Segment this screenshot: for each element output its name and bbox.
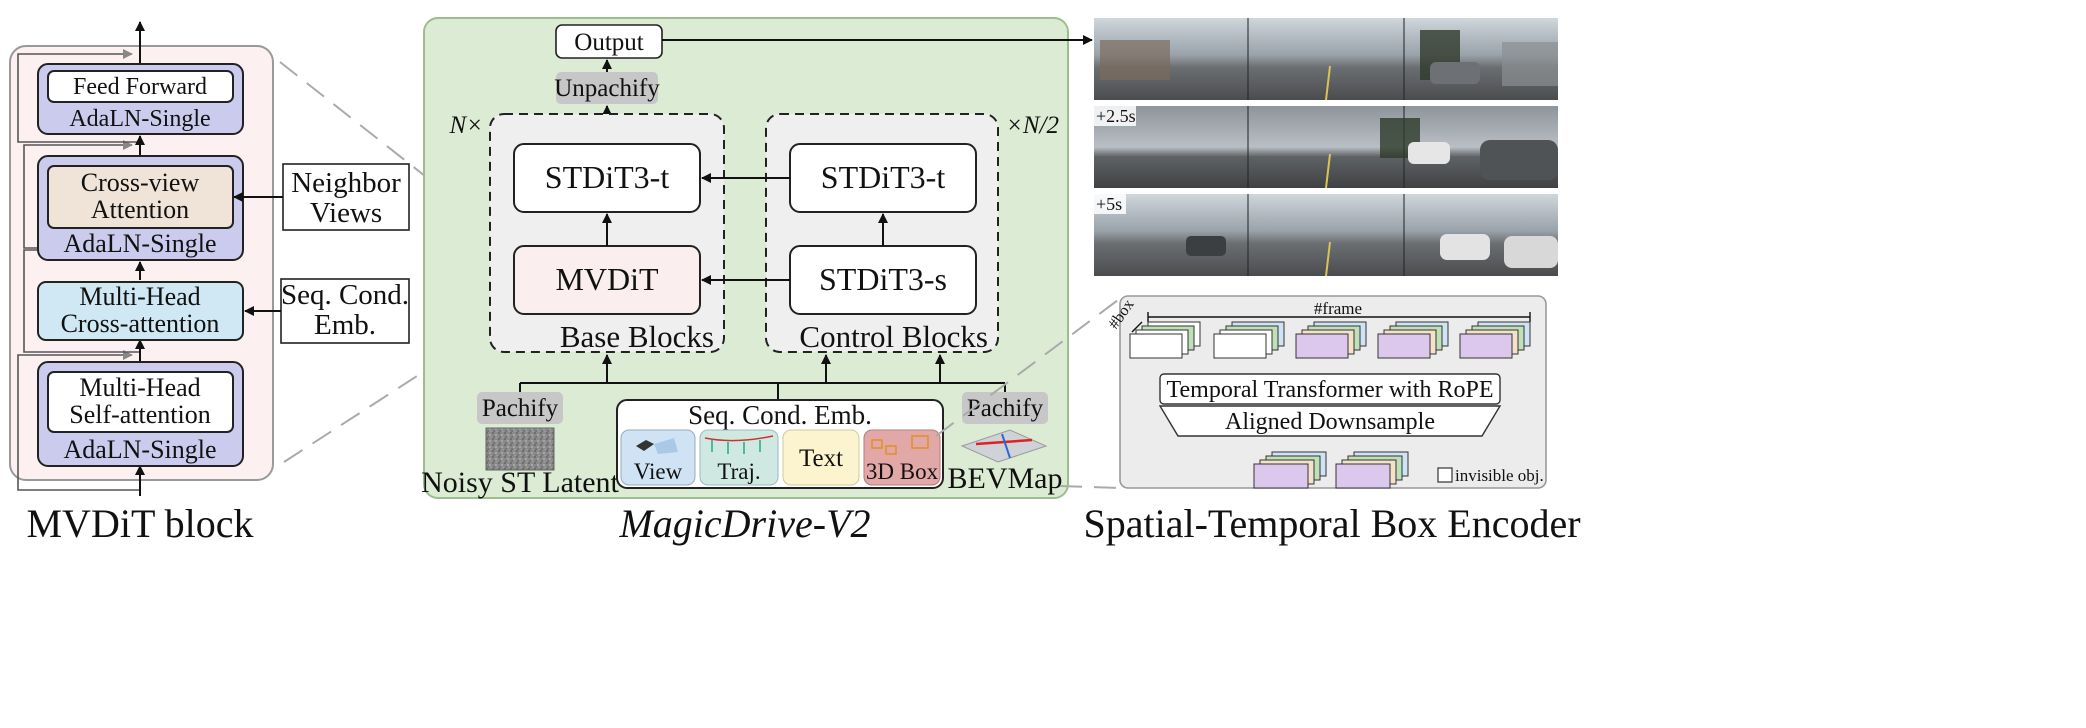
token-stack-2: [1213, 321, 1285, 359]
stdit3-t-base: [513, 143, 701, 213]
mh-self-line2: Self-attention: [69, 400, 211, 429]
stdit3-s-label: STDiT3-s: [819, 261, 947, 297]
mvdit-panel: Feed Forward AdaLN-Single Cross-view Att…: [9, 21, 517, 546]
pachify-right-tag: [962, 392, 1048, 424]
temporal-transformer-box: [1159, 373, 1501, 405]
zoom-line-bottom: [283, 311, 517, 463]
zoom-line-encoder-bottom: [1059, 485, 1119, 489]
seq-cond-box: [280, 278, 410, 344]
frame-label-bg-1: [1094, 106, 1136, 126]
pachify-right-label: Pachify: [967, 395, 1044, 422]
mh-cross-attention-block: [37, 281, 244, 341]
box-encoder-panel: #frame #box: [1083, 295, 1581, 546]
mvdit-label: MVDiT: [555, 261, 659, 297]
adaln-label-1: AdaLN-Single: [69, 106, 210, 132]
box3d-label: 3D Box: [866, 459, 939, 484]
adaln-label-3: AdaLN-Single: [63, 435, 216, 464]
noise-latent-image: [485, 427, 555, 471]
view-cone-icon: [654, 438, 678, 454]
neighbor-line1: Neighbor: [291, 167, 401, 199]
bevmap-road-blue: [1001, 433, 1011, 459]
camera-icon: [636, 440, 654, 451]
view-label: View: [634, 459, 683, 484]
control-blocks-label: Control Blocks: [799, 319, 988, 354]
frame-time-label-1: +2.5s: [1096, 106, 1136, 126]
caption-magicdrive: MagicDrive-V2: [618, 501, 870, 546]
frame-row-0: [1094, 18, 1558, 101]
frame-time-label-2: +5s: [1096, 194, 1122, 214]
caption-mvdit: MVDiT block: [26, 501, 253, 546]
base-blocks-label: Base Blocks: [560, 319, 714, 354]
zoom-line-encoder-top: [935, 299, 1119, 437]
output-stack-2: [1335, 451, 1409, 489]
bevmap-label: BEVMap: [948, 462, 1063, 495]
seq-cond-emb-group: [616, 399, 944, 489]
token-stack-5: [1459, 321, 1531, 359]
neighbor-line2: Views: [310, 197, 382, 229]
input-routing: [519, 354, 1006, 400]
mh-cross-line1: Multi-Head: [79, 282, 200, 311]
box-icon-3: [911, 435, 929, 449]
token-stack-3: [1295, 321, 1367, 359]
feed-forward-label: Feed Forward: [73, 74, 207, 100]
frame-row-1: +2.5s: [1094, 106, 1558, 189]
legend-label: invisible obj.: [1455, 466, 1544, 485]
box-icon-2: [885, 445, 897, 455]
caption-box-encoder: Spatial-Temporal Box Encoder: [1083, 501, 1580, 546]
frame-row-2: +5s: [1094, 194, 1558, 277]
frame-dim-label: #frame: [1314, 299, 1362, 318]
output-box: [555, 24, 663, 59]
output-label: Output: [574, 29, 644, 56]
seqcond-line1: Seq. Cond.: [281, 279, 409, 311]
cross-view-line1: Cross-view: [81, 168, 200, 197]
text-label: Text: [799, 445, 843, 472]
token-stack-4: [1377, 321, 1449, 359]
mh-cross-line2: Cross-attention: [61, 309, 220, 338]
noisy-latent-label: Noisy ST Latent: [421, 466, 619, 499]
stdit3-t-base-label: STDiT3-t: [545, 159, 670, 195]
frame-label-bg-2: [1094, 194, 1126, 214]
temporal-label: Temporal Transformer with RoPE: [1167, 377, 1494, 403]
output-stack-1: [1253, 451, 1327, 489]
box3d-chip: [863, 429, 941, 486]
text-chip: [782, 429, 860, 486]
token-stack-1: [1129, 321, 1201, 359]
magicdrive-panel: Output Unpachify N× STDiT3-t MVDiT Base …: [421, 17, 1119, 546]
box-dim-line: [1131, 321, 1143, 333]
cross-view-line2: Attention: [91, 195, 189, 224]
mh-self-line1: Multi-Head: [79, 373, 200, 402]
generated-frames: +2.5s +5s: [1094, 18, 1558, 277]
stdit3-t-control-label: STDiT3-t: [821, 159, 946, 195]
traj-label: Traj.: [717, 459, 760, 484]
trajectory-icon: [704, 435, 774, 442]
pachify-left-label: Pachify: [482, 395, 559, 422]
n-half-label: ×N/2: [1006, 112, 1059, 139]
legend-swatch: [1437, 467, 1453, 483]
view-chip: [620, 429, 696, 486]
downsample-label: Aligned Downsample: [1225, 409, 1435, 435]
pachify-left-tag: [477, 392, 563, 424]
adaln-label-2: AdaLN-Single: [63, 229, 216, 258]
box-icon-1: [871, 439, 883, 449]
feed-forward-inner: [47, 70, 234, 103]
traj-chip: [699, 429, 779, 486]
seq-cond-emb-label: Seq. Cond. Emb.: [688, 400, 872, 430]
n-times-label: N×: [448, 112, 483, 139]
unpachify-tag: [556, 72, 658, 104]
seqcond-line2: Emb.: [314, 309, 376, 341]
unpachify-label: Unpachify: [554, 75, 660, 102]
trajectory-ticks-icon: [711, 440, 761, 454]
bevmap-image: [960, 429, 1048, 463]
neighbor-views-box: [282, 163, 410, 231]
aligned-downsample-box: [1158, 405, 1502, 437]
mh-self-inner: [47, 371, 234, 433]
